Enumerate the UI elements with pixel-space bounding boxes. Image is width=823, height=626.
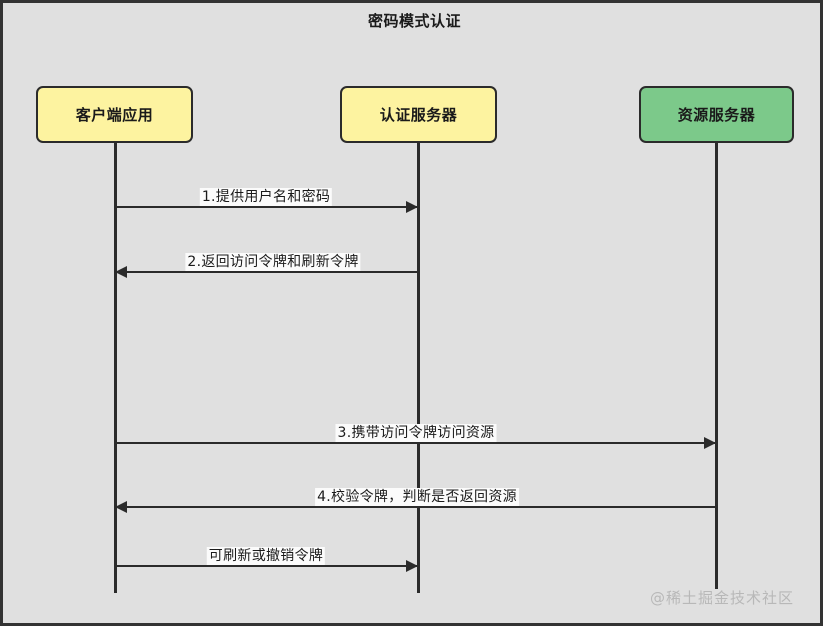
lifeline-auth-server	[417, 143, 420, 593]
message-label-5: 可刷新或撤销令牌	[206, 547, 326, 565]
arrowhead-right-icon-5	[406, 560, 418, 572]
message-label-2: 2.返回访问令牌和刷新令牌	[185, 253, 361, 271]
lifeline-resource-server	[715, 143, 718, 589]
watermark: @稀土掘金技术社区	[650, 589, 795, 607]
participant-label-resource-server: 资源服务器	[677, 106, 756, 124]
message-line-5	[115, 565, 418, 567]
diagram-title: 密码模式认证	[367, 12, 461, 30]
participant-label-auth-server: 认证服务器	[379, 106, 458, 124]
participant-box-client[interactable]: 客户端应用	[36, 86, 193, 143]
arrowhead-right-icon-3	[704, 437, 716, 449]
arrowhead-left-icon-4	[115, 501, 127, 513]
message-line-3	[115, 442, 716, 444]
lifeline-client	[114, 143, 117, 593]
message-label-3: 3.携带访问令牌访问资源	[335, 424, 497, 442]
arrowhead-right-icon-1	[406, 201, 418, 213]
message-label-4: 4.校验令牌，判断是否返回资源	[315, 488, 519, 506]
participant-label-client: 客户端应用	[75, 106, 154, 124]
participant-box-auth-server[interactable]: 认证服务器	[340, 86, 497, 143]
participant-box-resource-server[interactable]: 资源服务器	[639, 86, 794, 143]
message-line-4	[115, 506, 716, 508]
message-line-2	[115, 271, 418, 273]
message-line-1	[115, 206, 418, 208]
message-label-1: 1.提供用户名和密码	[199, 188, 333, 206]
arrowhead-left-icon-2	[115, 266, 127, 278]
